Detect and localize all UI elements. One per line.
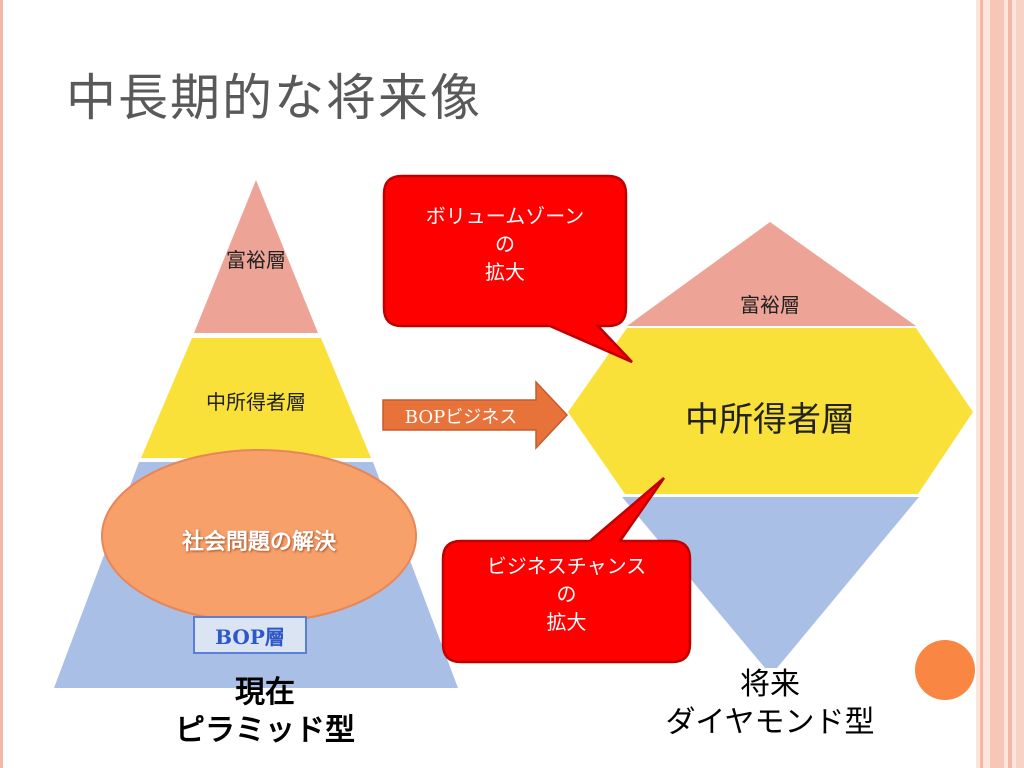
diamond-middle-layer bbox=[568, 328, 973, 494]
right-border-stripes bbox=[976, 0, 1024, 768]
diamond-middle-label: 中所得者層 bbox=[685, 400, 855, 440]
diamond-rich-label: 富裕層 bbox=[740, 293, 800, 317]
decorative-orange-dot bbox=[915, 640, 975, 700]
callout-bottom-text: ビジネスチャンス の 拡大 bbox=[443, 552, 690, 636]
pyramid-middle-label: 中所得者層 bbox=[206, 390, 306, 414]
callout-top-line1: ボリュームゾーン bbox=[425, 204, 585, 228]
diamond-bop-layer bbox=[622, 497, 919, 668]
social-issue-label: 社会問題の解決 bbox=[181, 530, 336, 555]
callout-bottom-line3: 拡大 bbox=[546, 610, 587, 634]
current-pyramid-caption: 現在 ピラミッド型 bbox=[150, 674, 380, 750]
callout-bottom-bubble bbox=[441, 477, 692, 664]
current-caption-line1: 現在 bbox=[235, 675, 295, 710]
pyramid-middle-layer bbox=[141, 338, 371, 458]
bop-layer-box: BOP層 bbox=[193, 616, 307, 654]
future-diamond-caption: 将来 ダイヤモンド型 bbox=[640, 666, 900, 742]
callout-bottom-line1: ビジネスチャンス bbox=[486, 554, 647, 578]
callout-top-line3: 拡大 bbox=[485, 260, 525, 284]
pyramid-rich-label: 富裕層 bbox=[226, 248, 286, 272]
left-border bbox=[0, 0, 3, 768]
bop-business-arrow bbox=[382, 380, 569, 450]
callout-bottom-line2: の bbox=[556, 582, 577, 606]
callout-top-text: ボリュームゾーン の 拡大 bbox=[384, 202, 626, 286]
future-caption-line1: 将来 bbox=[740, 667, 800, 702]
slide-title: 中長期的な将来像 bbox=[66, 69, 482, 127]
future-caption-line2: ダイヤモンド型 bbox=[665, 705, 875, 740]
pyramid-rich-layer bbox=[194, 180, 318, 333]
bop-business-label: BOPビジネス bbox=[404, 407, 518, 428]
callout-top-bubble bbox=[382, 174, 633, 364]
current-caption-line2: ピラミッド型 bbox=[175, 713, 355, 748]
callout-top-line2: の bbox=[495, 232, 515, 256]
diamond-rich-layer bbox=[627, 222, 916, 326]
